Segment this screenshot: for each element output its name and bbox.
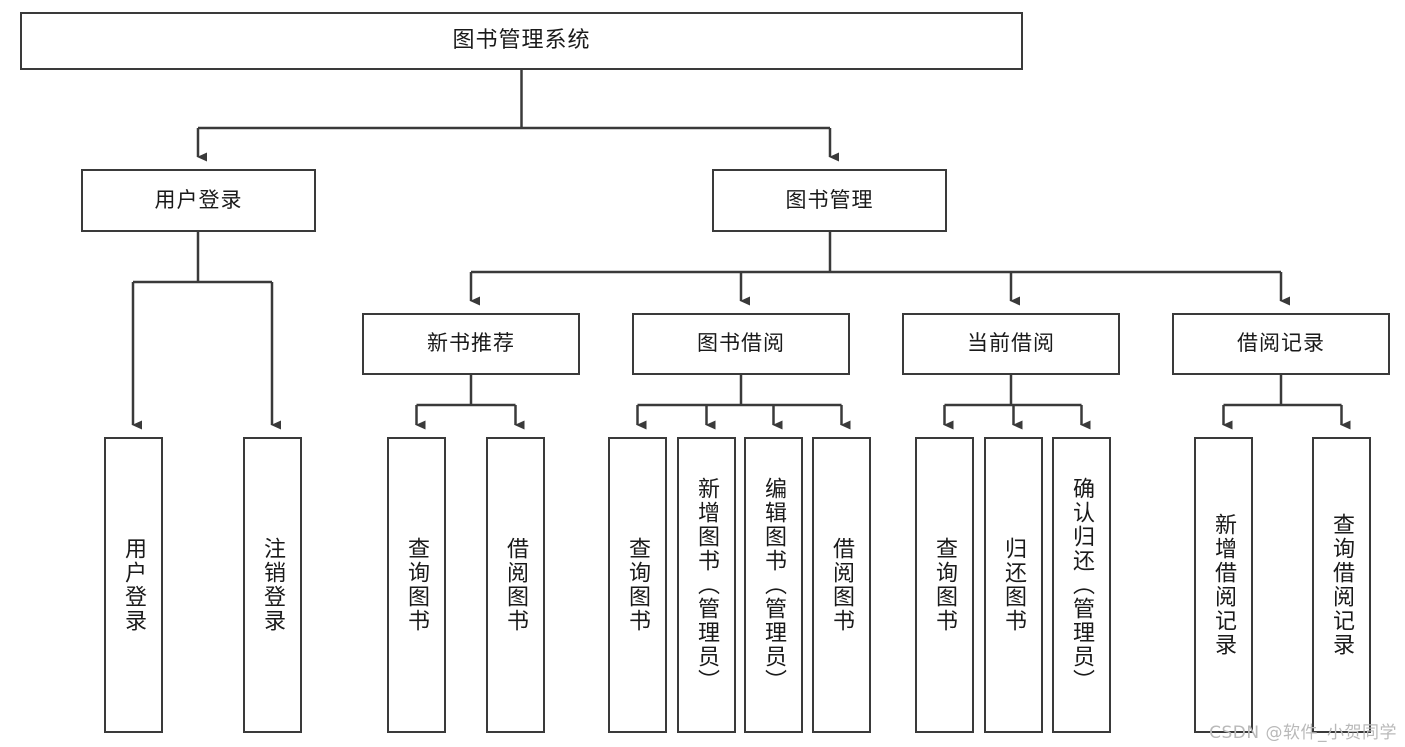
node-book-management[interactable]: 图书管理 (712, 169, 947, 232)
node-label: 查询借阅记录 (1329, 513, 1355, 657)
node-label: 图书借阅 (697, 331, 785, 356)
node-root-system[interactable]: 图书管理系统 (20, 12, 1023, 70)
leaf-query-book-recommend[interactable]: 查询图书 (387, 437, 446, 733)
node-label: 新书推荐 (427, 331, 515, 356)
leaf-borrow-book[interactable]: 借阅图书 (812, 437, 871, 733)
node-label: 借阅图书 (503, 537, 529, 633)
leaf-user-login[interactable]: 用户登录 (104, 437, 163, 733)
node-current-borrow[interactable]: 当前借阅 (902, 313, 1120, 375)
leaf-query-book-current[interactable]: 查询图书 (915, 437, 974, 733)
leaf-logout[interactable]: 注销登录 (243, 437, 302, 733)
node-label: 查询图书 (625, 537, 651, 633)
leaf-confirm-return-admin[interactable]: 确认归还（管理员） (1052, 437, 1111, 733)
node-label: 归还图书 (1001, 537, 1027, 633)
node-label: 借阅记录 (1237, 331, 1325, 356)
node-label: 图书管理系统 (452, 27, 591, 53)
leaf-borrow-book-recommend[interactable]: 借阅图书 (486, 437, 545, 733)
node-label: 注销登录 (260, 537, 286, 633)
leaf-add-book-admin[interactable]: 新增图书（管理员） (677, 437, 736, 733)
node-label: 查询图书 (932, 537, 958, 633)
node-label: 借阅图书 (829, 537, 855, 633)
node-user-login[interactable]: 用户登录 (81, 169, 316, 232)
node-label: 用户登录 (121, 537, 147, 633)
node-label: 确认归还（管理员） (1069, 477, 1095, 693)
node-new-book-recommend[interactable]: 新书推荐 (362, 313, 580, 375)
node-label: 新增借阅记录 (1211, 513, 1237, 657)
node-label: 编辑图书（管理员） (761, 477, 787, 693)
leaf-query-borrow-record[interactable]: 查询借阅记录 (1312, 437, 1371, 733)
node-book-borrow[interactable]: 图书借阅 (632, 313, 850, 375)
watermark-text: CSDN @软件_小贺同学 (1209, 723, 1397, 743)
node-borrow-record[interactable]: 借阅记录 (1172, 313, 1390, 375)
node-label: 图书管理 (785, 187, 874, 212)
leaf-edit-book-admin[interactable]: 编辑图书（管理员） (744, 437, 803, 733)
node-label: 查询图书 (404, 537, 430, 633)
node-label: 当前借阅 (967, 331, 1055, 356)
node-label: 新增图书（管理员） (694, 477, 720, 693)
leaf-return-book[interactable]: 归还图书 (984, 437, 1043, 733)
node-label: 用户登录 (154, 187, 243, 212)
leaf-add-borrow-record[interactable]: 新增借阅记录 (1194, 437, 1253, 733)
leaf-query-book-borrow[interactable]: 查询图书 (608, 437, 667, 733)
